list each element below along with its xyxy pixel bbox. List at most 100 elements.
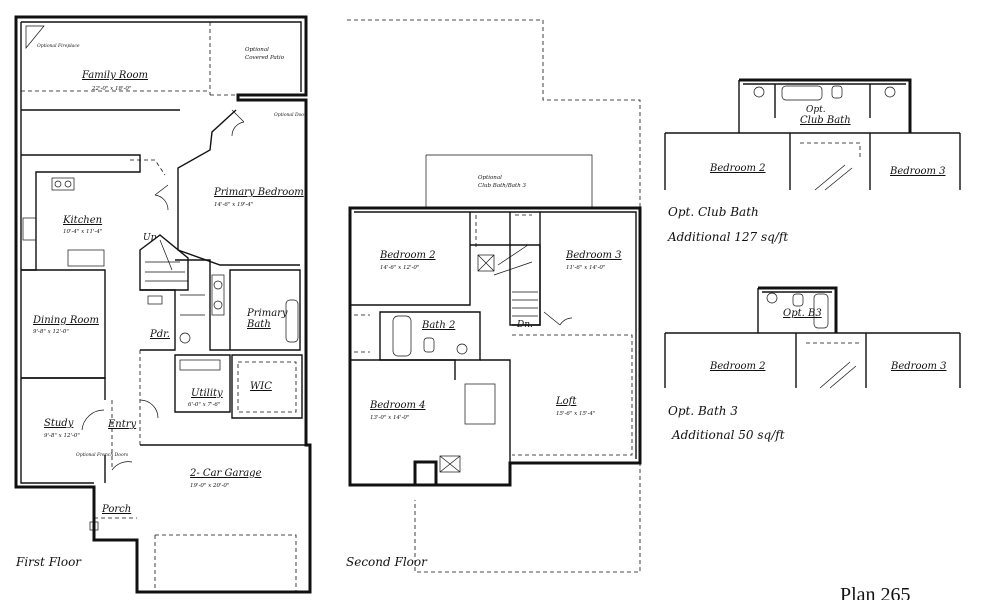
first-floor-outer-wall [14,15,312,594]
entry-door-swing [139,399,159,419]
family-room-label: Family Room [81,70,148,81]
first-floor-inner-wall [20,21,302,484]
second-floor-plan [347,19,642,573]
bedroom2-dims: 14'-6" x 12'-0" [380,265,419,271]
second-floor-caption: Second Floor [346,555,428,569]
bath3-label: Opt. B3 [783,308,822,319]
attic-access-2 [439,455,461,473]
club-bath-additional: Additional 127 sq/ft [667,230,788,244]
covered-patio-outline [209,22,238,96]
sink-icon [213,280,223,290]
study-wall [21,377,106,483]
entry-dashed [111,350,141,470]
second-floor-labels: Optional Club Bath/Bath 3 Bedroom 2 14'-… [346,175,622,569]
bath3-toilet-icon [792,293,804,307]
dining-room-dims: 9'-8" x 12'-0" [33,329,69,335]
option-bath3-labels: Opt. B3 Bedroom 2 Bedroom 3 Opt. Bath 3 … [668,308,947,442]
bath2-dashed [354,314,370,353]
bath3-stair-diagonal [819,361,857,389]
kitchen-dims: 10'-4" x 11'-4" [63,229,102,235]
optional-club-label-1: Optional [478,175,502,181]
club-bath-label-2: Club Bath [800,115,851,126]
powder-wall [140,289,176,351]
option-club-bath-plan [664,78,961,191]
utility-wall [174,354,231,413]
study-label: Study [44,418,74,429]
kitchen-label: Kitchen [62,215,102,226]
french-doors-label: Optional French Doors [76,452,129,458]
kitchen-sink-icon [51,177,75,191]
club-tub-icon [781,85,823,101]
range-icon [22,217,37,241]
kitchen-counter [21,154,141,271]
bath2-toilet-icon [423,337,435,353]
optional-fireplace-label: Optional Fireplace [37,43,80,49]
stair-diagonal [493,244,533,276]
lav-icon [179,332,191,344]
sink-bowl-icon [64,180,72,188]
washer-dryer-icon [179,359,221,371]
bath3-bedroom2-label: Bedroom 2 [709,361,766,372]
closet-dashed [475,214,532,250]
loft-door [543,311,573,326]
option-club-bath-labels: Opt. Club Bath Bedroom 2 Bedroom 3 Opt. … [667,105,946,244]
loft-label: Loft [555,396,577,407]
optional-club-label-2: Club Bath/Bath 3 [478,183,527,189]
vanity-icon [211,274,225,316]
utility-dims: 6'-0" x 7'-6" [188,402,220,408]
club-bath-outer [739,78,912,133]
primary-bath-label-2: Bath [246,319,271,330]
bedroom4-label: Bedroom 4 [369,400,426,411]
option-bath3-plan [664,286,961,389]
study-door-swing [81,409,105,431]
loft-dims: 15'-6" x 15'-4" [556,411,595,417]
upper-stair-treads [512,291,538,317]
stair-outline [139,234,189,291]
club-bath-partitions [774,84,871,118]
club-bath-label-1: Opt. [806,105,826,115]
garage-label: 2- Car Garage [189,468,262,479]
second-floor-inner-wall [354,211,637,459]
bath3-bedroom3-label: Bedroom 3 [890,361,947,372]
stair-treads [145,239,188,282]
optional-club-bath-outline [425,154,593,208]
entry-label: Entry [107,419,137,430]
primary-bath-wall [175,259,301,351]
linen-closet [464,383,496,425]
club-toilet-icon [831,85,843,99]
garage-dims: 19'-0" x 20'-0" [190,483,229,489]
dining-room-label: Dining Room [32,315,99,326]
utility-label: Utility [191,388,223,399]
bath3-outer [758,286,838,333]
bedroom4-wall [350,359,511,463]
optional-door-label: Optional Door [274,112,307,118]
bedroom4-dims: 13'-0" x 14'-0" [370,415,409,421]
second-floor-outer-wall [348,206,642,487]
attic-x [477,254,495,272]
shower-icon [180,294,205,316]
first-floor-caption: First Floor [15,555,82,569]
wic-label: WIC [250,381,272,392]
club-bath-wall [738,80,906,133]
first-floor-plan [14,15,312,594]
bath2-label: Bath 2 [421,320,455,331]
front-door-swing [111,461,133,471]
powder-label: Pdr. [149,329,170,340]
club-stair-diagonal [814,164,853,191]
bath2-sink-icon [456,343,468,355]
club-closet-dashed [800,142,861,160]
sink-bowl-icon [54,180,62,188]
club-sink-icon [884,86,896,98]
study-dims: 9'-8" x 12'-0" [44,433,80,439]
primary-bath-label-1: Primary [246,308,288,319]
primary-bedroom-dims: 14'-6" x 19'-4" [214,202,253,208]
optional-patio-label-2: Covered Patio [245,55,285,61]
club-bath-bedrooms [664,132,961,190]
primary-bedroom-wall [177,109,300,266]
primary-bedroom-label: Primary Bedroom [213,187,304,198]
kitchen-dashed [130,159,166,176]
bath3-caption: Opt. Bath 3 [668,404,738,418]
club-bath-caption: Opt. Club Bath [668,205,759,219]
